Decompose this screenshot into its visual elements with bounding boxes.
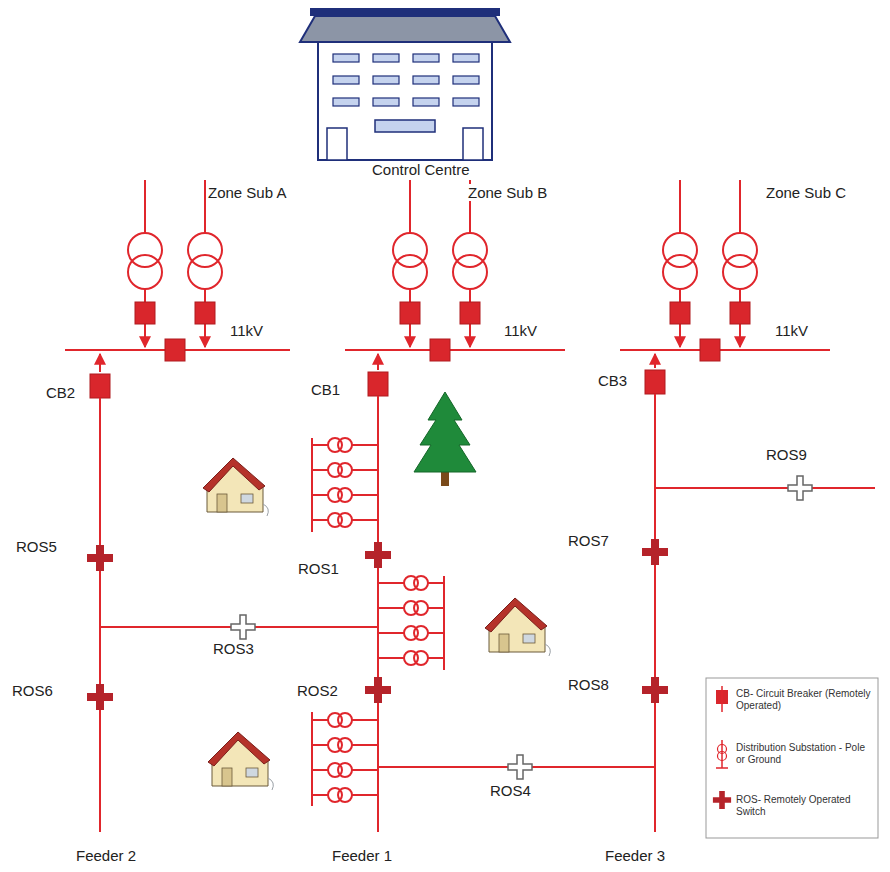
feeder-label: Feeder 3 — [603, 847, 667, 864]
legend-text: Distribution Substation - Pole or Ground — [736, 742, 872, 766]
voltage-label: 11kV — [773, 322, 810, 339]
breaker-label: CB3 — [596, 372, 629, 389]
zone-substations — [65, 180, 830, 350]
breaker-label: CB1 — [309, 381, 342, 398]
switch-label: ROS6 — [10, 682, 55, 699]
switch-label: ROS5 — [14, 538, 59, 555]
legend-text: CB- Circuit Breaker (Remotely Operated) — [736, 688, 872, 712]
zone-sub-label: Zone Sub A — [206, 184, 288, 201]
feeder-lines — [100, 354, 875, 832]
houses — [203, 458, 550, 790]
breaker-label: CB2 — [44, 384, 77, 401]
feeder-label: Feeder 1 — [330, 847, 394, 864]
tree — [414, 392, 476, 486]
zone-sub-label: Zone Sub B — [466, 184, 549, 201]
circuit-breakers — [90, 302, 750, 398]
switch-label: ROS1 — [296, 560, 341, 577]
zone-sub-label: Zone Sub C — [764, 184, 848, 201]
voltage-label: 11kV — [502, 322, 539, 339]
building-label: Control Centre — [370, 161, 472, 178]
switch-label: ROS4 — [488, 782, 533, 799]
legend-box — [706, 678, 878, 838]
switch-label: ROS8 — [566, 676, 611, 693]
feeder-label: Feeder 2 — [74, 847, 138, 864]
switch-label: ROS2 — [295, 682, 340, 699]
legend-text: ROS- Remotely Operated Switch — [736, 794, 872, 818]
switch-label: ROS9 — [764, 446, 809, 463]
building — [300, 8, 510, 160]
closed-switches — [87, 539, 668, 710]
voltage-label: 11kV — [228, 322, 265, 339]
switch-label: ROS3 — [211, 640, 256, 657]
switch-label: ROS7 — [566, 532, 611, 549]
